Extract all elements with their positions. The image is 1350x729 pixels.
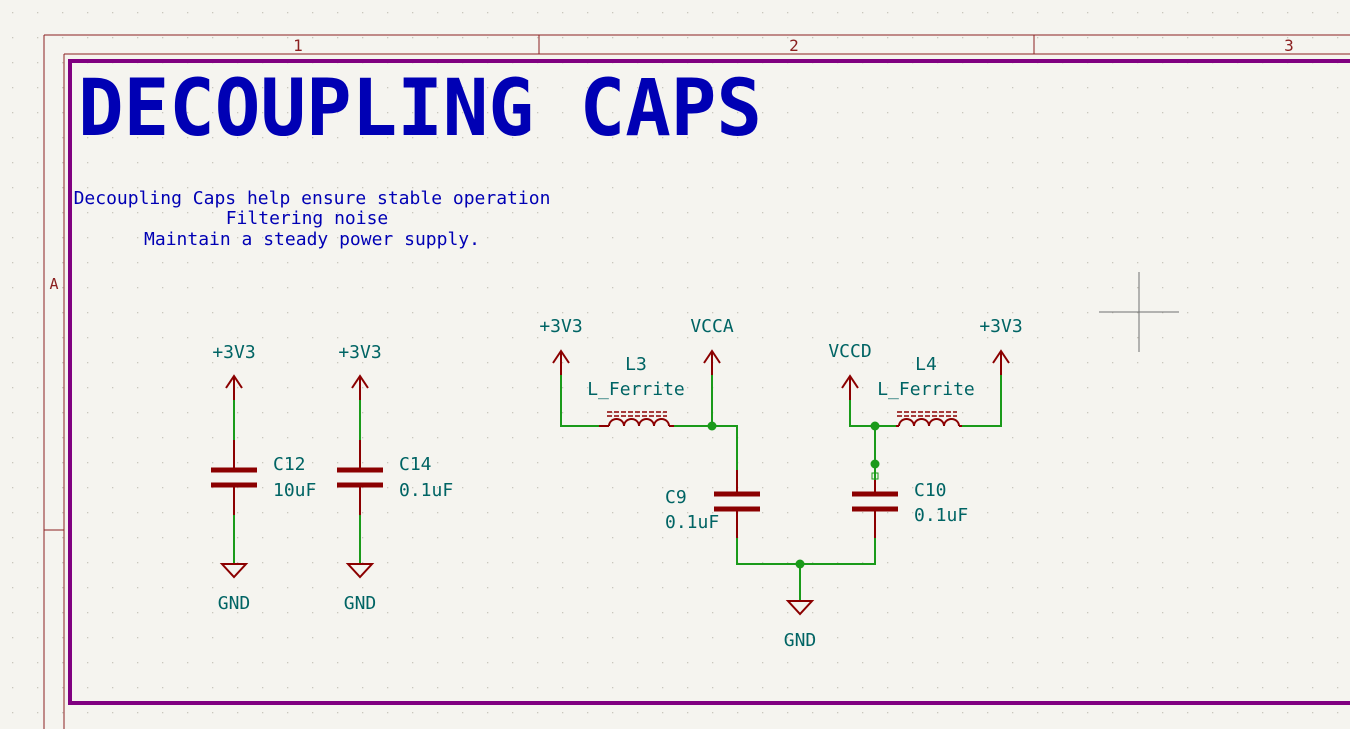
wire [962,375,1002,427]
ref-l4: L4 [915,354,937,375]
note-line-2: Filtering noise [226,208,389,229]
ground-label-c14: GND [344,593,377,614]
pin-marker [871,472,879,480]
drawing-frame [43,34,1350,729]
power-label-c14: +3V3 [338,342,381,363]
junction-dot [870,421,880,431]
ref-c10: C10 [914,480,947,501]
value-c12: 10uF [273,480,316,501]
junction-dot [870,459,880,469]
wire [736,538,876,565]
capacitor-c9[interactable]: C9 0.1uF [665,470,760,538]
power-arrow-icon [225,374,243,400]
inductor-l3[interactable]: L3 L_Ferrite [587,354,685,427]
inductor-l4[interactable]: L4 L_Ferrite [877,354,975,427]
vccd-filter[interactable]: VCCD +3V3 L4 L_Ferrite [828,316,1023,538]
junction-dot [707,421,717,431]
capacitor-c12[interactable]: +3V3 GND C12 10uF [211,342,316,614]
sheet-border [68,59,1350,705]
column-label-2: 2 [789,36,799,55]
value-l3: L_Ferrite [587,379,685,400]
wire [674,425,738,470]
crosshair-cursor-icon [1099,272,1179,352]
power-label-vcca: VCCA [690,316,734,337]
sheet-title[interactable]: DECOUPLING CAPS [78,64,762,154]
ground-icon [785,600,815,616]
power-arrow-icon [703,349,721,375]
ground-icon [345,563,375,579]
ground-label-main: GND [784,630,817,651]
vcca-filter[interactable]: +3V3 VCCA L3 L_Ferrite C9 [539,316,760,538]
power-arrow-icon [552,349,570,375]
value-l4: L_Ferrite [877,379,975,400]
power-label-c12: +3V3 [212,342,255,363]
ref-c12: C12 [273,454,306,475]
wire [849,400,896,427]
column-label-1: 1 [293,36,303,55]
ground-label-c12: GND [218,593,251,614]
power-label-vccd: VCCD [828,341,871,362]
ground-icon [219,563,249,579]
power-arrow-icon [841,374,859,400]
inductor-coil-icon [608,418,670,427]
ref-c9: C9 [665,487,687,508]
shared-ground[interactable]: GND [736,538,876,651]
inductor-coil-icon [898,418,960,427]
value-c14: 0.1uF [399,480,453,501]
capacitor-c10[interactable]: C10 0.1uF [852,480,968,538]
sheet-notes[interactable]: Decoupling Caps help ensure stable opera… [74,188,551,250]
power-label-3v3-b: +3V3 [979,316,1022,337]
power-label-3v3-a: +3V3 [539,316,582,337]
value-c9: 0.1uF [665,512,719,533]
note-line-1: Decoupling Caps help ensure stable opera… [74,188,551,209]
capacitor-c14[interactable]: +3V3 GND C14 0.1uF [337,342,453,614]
column-label-3: 3 [1284,36,1294,55]
power-arrow-icon [351,374,369,400]
row-label-a: A [49,275,58,293]
note-line-3: Maintain a steady power supply. [144,229,480,250]
ref-l3: L3 [625,354,647,375]
ref-c14: C14 [399,454,432,475]
value-c10: 0.1uF [914,505,968,526]
power-arrow-icon [992,349,1010,375]
junction-dot [795,559,805,569]
wire [560,375,599,427]
